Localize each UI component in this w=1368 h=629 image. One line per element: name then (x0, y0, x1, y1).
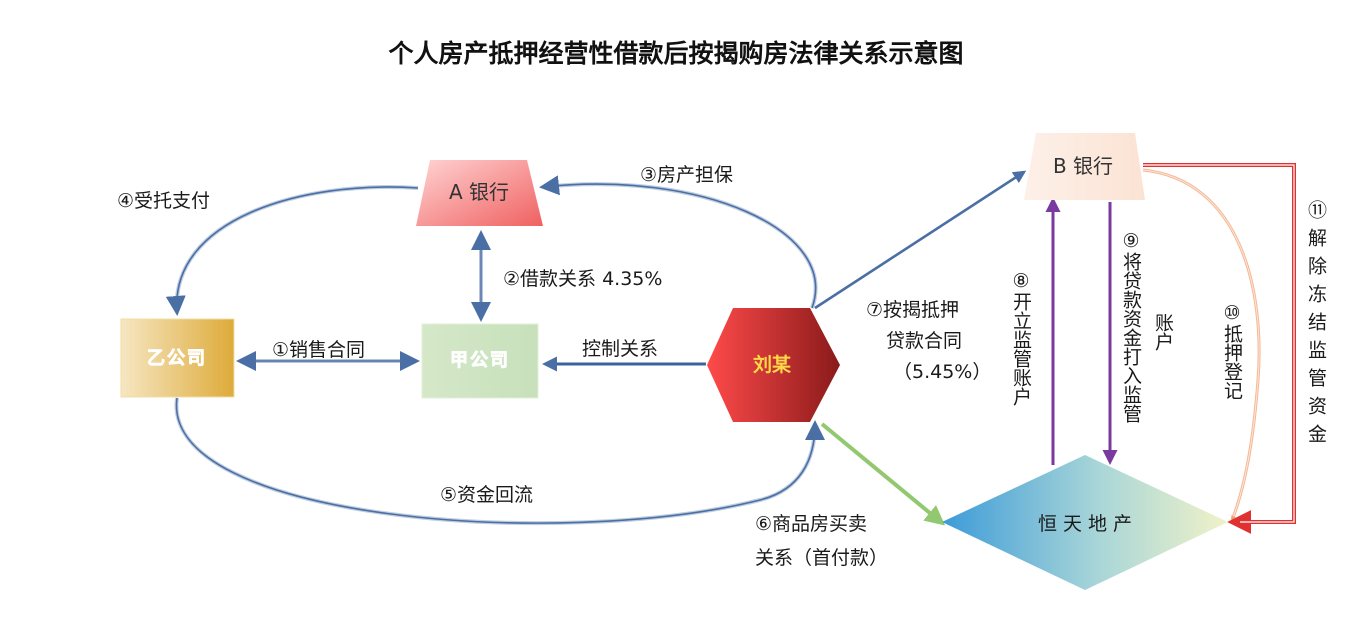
label-mortgage-loan-1: ⑦按揭抵押 (866, 299, 959, 321)
arrow-purchase-contract (820, 422, 946, 526)
label-mortgage-loan-2: 贷款合同 (886, 330, 962, 352)
label-open-supervised-account: ⑧开立监管账户 (1010, 270, 1032, 406)
arrow-entrusted-payment (165, 185, 419, 316)
label-loan-funds-transfer-tail: 账户 (1152, 313, 1174, 351)
label-control-relationship: 控制关系 (582, 338, 658, 360)
developer-label: 恒天地产 (1038, 513, 1138, 535)
node-company-yi: 乙公司 (120, 318, 235, 398)
label-purchase-contract-2: 关系（首付款） (755, 547, 888, 569)
label-mortgage-registration: ⑩抵押登记 (1221, 302, 1243, 400)
arrow-mortgage-registration-inner (1142, 169, 1260, 521)
label-mortgage-loan-3: （5.45%） (893, 361, 991, 383)
arrow-capital-backflow-core (175, 397, 816, 524)
arrow-entrusted-payment-core (176, 186, 419, 313)
person-liu-label: 刘某 (753, 353, 792, 376)
bank-a-label: A 银行 (449, 180, 509, 204)
arrow-house-guarantee-core (542, 183, 817, 309)
label-sales-contract: ①销售合同 (272, 339, 365, 361)
label-release-frozen-funds: ⑪解除冻结监管资金 (1305, 200, 1327, 452)
node-bank-a: A 银行 (416, 160, 543, 226)
label-loan-relationship: ②借款关系 4.35% (503, 268, 662, 290)
page-title: 个人房产抵押经营性借款后按揭购房法律关系示意图 (388, 39, 963, 68)
node-bank-b: B 银行 (1024, 133, 1145, 200)
node-company-jia: 甲公司 (421, 323, 539, 399)
arrow-mortgage-loan (814, 170, 1027, 310)
label-entrusted-payment: ④受托支付 (117, 190, 210, 212)
label-purchase-contract-1: ⑥商品房买卖 (755, 513, 867, 535)
arrow-release-frozen-funds-inner (1143, 164, 1295, 523)
node-person-liu: 刘某 (707, 308, 840, 422)
node-developer-hengtian: 恒天地产 (942, 455, 1228, 590)
label-loan-funds-transfer: ⑨将贷款资金打入监管 (1120, 230, 1142, 423)
bank-b-label: B 银行 (1053, 154, 1113, 178)
company-yi-label: 乙公司 (147, 348, 207, 369)
label-house-guarantee: ③房产担保 (640, 164, 733, 186)
company-jia-label: 甲公司 (450, 350, 510, 371)
label-capital-backflow: ⑤资金回流 (440, 484, 533, 506)
